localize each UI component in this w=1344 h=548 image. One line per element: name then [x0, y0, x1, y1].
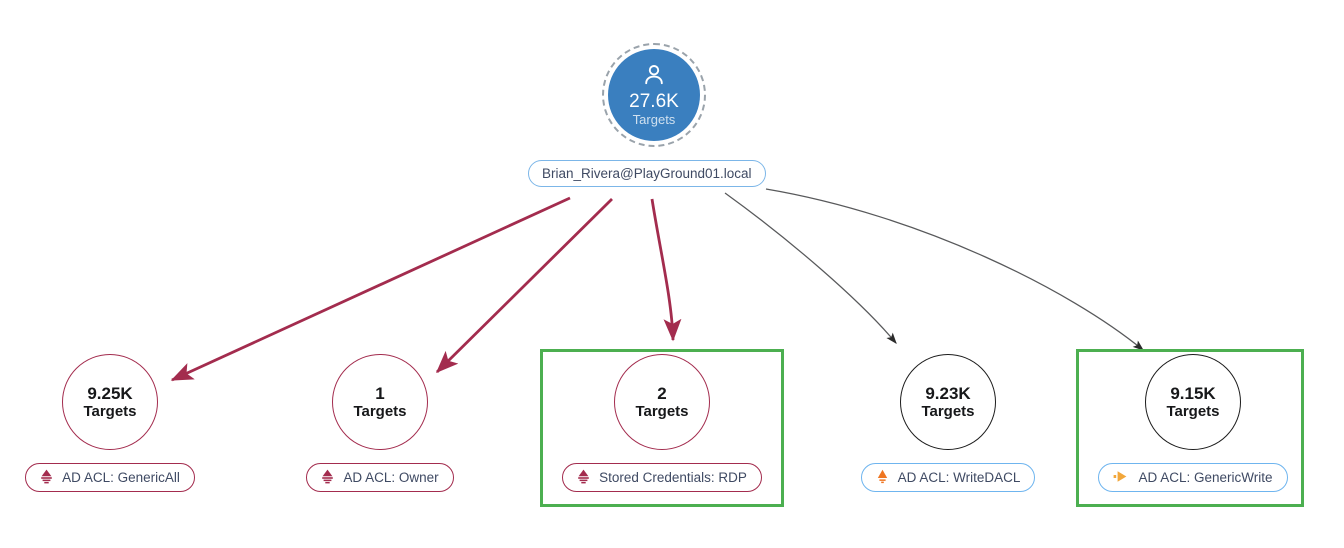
- acl-triangle-icon: [876, 469, 889, 487]
- leaf-node-write-dacl[interactable]: 9.23K Targets AD ACL: WriteDACL: [828, 345, 1068, 505]
- acl-pyramid-icon: [321, 469, 334, 487]
- leaf-node-unit: Targets: [921, 403, 975, 420]
- leaf-node-label-text: Stored Credentials: RDP: [599, 470, 747, 485]
- leaf-node-unit: Targets: [635, 403, 689, 420]
- root-node[interactable]: 27.6K Targets: [602, 43, 706, 147]
- acl-play-icon: [1113, 470, 1129, 486]
- leaf-node-circle[interactable]: 9.23K Targets: [900, 354, 996, 450]
- leaf-node-unit: Targets: [83, 403, 137, 420]
- leaf-node-count: 1: [375, 384, 385, 403]
- leaf-node-count: 9.23K: [925, 384, 971, 403]
- root-node-count: 27.6K: [629, 91, 679, 112]
- edge-to-node-5: [765, 188, 1144, 351]
- root-node-disc: 27.6K Targets: [608, 49, 700, 141]
- leaf-node-label-pill[interactable]: AD ACL: GenericWrite: [1098, 463, 1288, 492]
- leaf-node-count: 9.25K: [87, 384, 133, 403]
- leaf-node-unit: Targets: [353, 403, 407, 420]
- edge-to-node-3: [650, 198, 682, 342]
- edge-to-node-4: [724, 192, 897, 344]
- acl-pyramid-icon: [40, 469, 53, 487]
- leaf-node-unit: Targets: [1166, 403, 1220, 420]
- leaf-node-label-pill[interactable]: AD ACL: Owner: [306, 463, 454, 492]
- leaf-node-circle[interactable]: 9.25K Targets: [62, 354, 158, 450]
- leaf-node-label-text: AD ACL: GenericWrite: [1138, 470, 1273, 485]
- root-node-unit: Targets: [632, 112, 676, 127]
- leaf-node-label-text: AD ACL: GenericAll: [62, 470, 180, 485]
- leaf-node-stored-credentials-rdp[interactable]: 2 Targets Stored Credentials: RDP: [542, 345, 782, 505]
- leaf-node-circle[interactable]: 1 Targets: [332, 354, 428, 450]
- leaf-node-count: 2: [657, 384, 667, 403]
- leaf-node-generic-all[interactable]: 9.25K Targets AD ACL: GenericAll: [0, 345, 230, 505]
- leaf-node-label-pill[interactable]: Stored Credentials: RDP: [562, 463, 762, 492]
- leaf-node-generic-write[interactable]: 9.15K Targets AD ACL: GenericWrite: [1073, 345, 1313, 505]
- leaf-node-label-pill[interactable]: AD ACL: WriteDACL: [860, 463, 1036, 492]
- leaf-node-owner[interactable]: 1 Targets AD ACL: Owner: [260, 345, 500, 505]
- leaf-node-count: 9.15K: [1170, 384, 1216, 403]
- leaf-node-label-text: AD ACL: WriteDACL: [897, 470, 1021, 485]
- leaf-node-row: 9.25K Targets AD ACL: GenericAll 1: [0, 345, 1344, 505]
- leaf-node-label-pill[interactable]: AD ACL: GenericAll: [25, 463, 195, 492]
- user-icon: [642, 63, 666, 91]
- leaf-node-circle[interactable]: 9.15K Targets: [1145, 354, 1241, 450]
- leaf-node-label-text: AD ACL: Owner: [343, 470, 439, 485]
- leaf-node-circle[interactable]: 2 Targets: [614, 354, 710, 450]
- root-node-label[interactable]: Brian_Rivera@PlayGround01.local: [528, 160, 766, 187]
- acl-pyramid-icon: [577, 469, 590, 487]
